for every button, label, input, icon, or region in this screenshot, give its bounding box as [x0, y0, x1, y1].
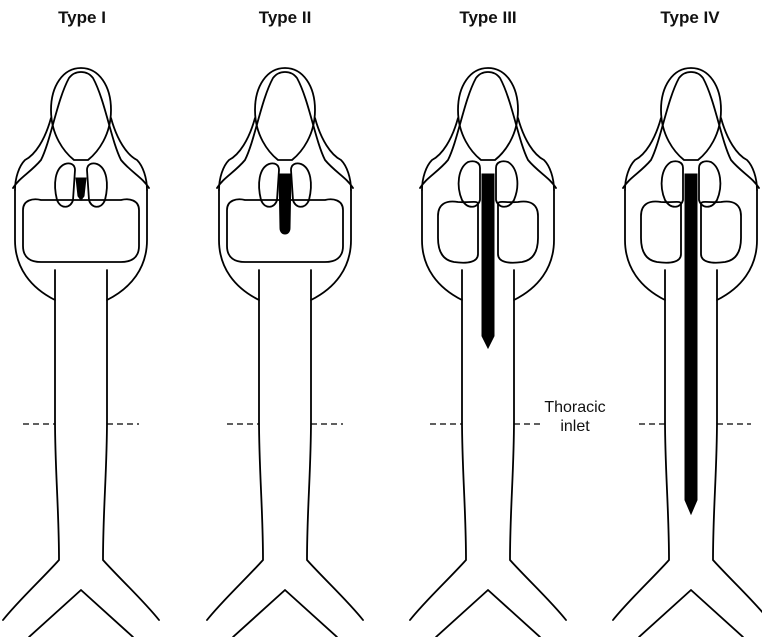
panel-type-ii — [207, 68, 363, 637]
thoracic-inlet-label-line1: Thoracic — [540, 398, 610, 417]
airway-outline — [410, 68, 566, 637]
thoracic-inlet-label-line2: inlet — [540, 417, 610, 436]
panel-type-i — [3, 68, 159, 637]
cleft-type-iv — [685, 174, 697, 514]
cleft-type-ii — [279, 174, 291, 234]
cleft-type-iii — [482, 174, 494, 348]
panel-type-iv — [613, 68, 762, 637]
thoracic-inlet-label: Thoracic inlet — [540, 398, 610, 436]
cleft-type-i — [76, 178, 86, 200]
airway-outline — [3, 68, 159, 637]
airway-outline — [207, 68, 363, 637]
panel-type-iii — [410, 68, 566, 637]
